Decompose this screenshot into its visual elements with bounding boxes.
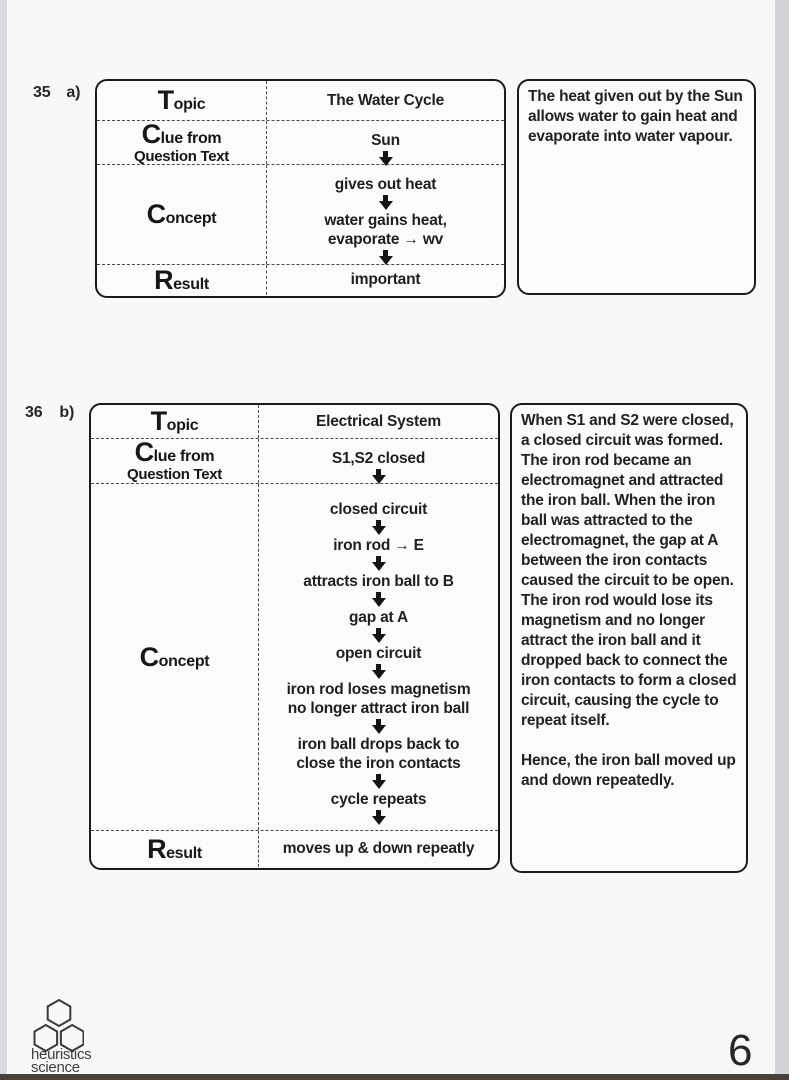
concept-header-initial: C: [139, 641, 160, 672]
flow-step: iron ball drops back to close the iron c…: [296, 736, 461, 772]
topic-value: Electrical System: [316, 412, 441, 430]
flow-step: iron rod loses magnetism no longer attra…: [286, 681, 471, 717]
flow-step: attracts iron ball to B: [303, 573, 454, 590]
clue-header-line2: Question Text: [127, 466, 222, 484]
page-bottom-edge: [0, 1074, 789, 1080]
result-header-rest: esult: [166, 844, 202, 862]
logo-line1: heuristics: [31, 1046, 92, 1063]
arrow-down-icon: [371, 810, 386, 825]
page-right-edge: [775, 0, 789, 1080]
clue-value-cell: Sun: [267, 121, 504, 166]
topic-header-rest: opic: [166, 417, 199, 434]
clue-header-initial: C: [141, 118, 162, 149]
result-value: moves up & down repeatly: [282, 840, 475, 857]
arrow-down-icon: [371, 719, 386, 734]
arrow-down-icon: [378, 195, 393, 210]
flow-step: gap at A: [349, 609, 408, 626]
clue-header-rest: lue from: [153, 448, 215, 466]
topic-value: The Water Cycle: [326, 91, 445, 109]
flow-step: open circuit: [335, 645, 422, 662]
logo-wordmark: heuristics science: [31, 1046, 92, 1076]
page-left-edge: [0, 0, 7, 1080]
flow-step: water gains heat, evaporate → wv: [324, 212, 447, 248]
result-header-initial: R: [147, 833, 167, 864]
concept-flow-cell: gives out heat water gains heat, evapora…: [267, 165, 504, 265]
flow-step: iron rod → E: [333, 537, 424, 554]
explanation-paragraph: Hence, the iron ball moved up and down r…: [521, 752, 736, 789]
question-letter: a): [66, 84, 81, 101]
arrow-down-icon: [371, 469, 386, 484]
result-header-rest: esult: [173, 275, 209, 293]
question-number: 35: [33, 84, 51, 101]
explanation-box-35a: The heat given out by the Sun allows wat…: [517, 79, 756, 295]
flow-step: gives out heat: [334, 176, 437, 193]
question-letter: b): [59, 404, 75, 421]
hexagons-logo-icon: [33, 998, 85, 1053]
arrow-down-icon: [371, 628, 386, 643]
question-label-36b: 36 b): [25, 404, 74, 422]
arrow-down-icon: [371, 774, 386, 789]
clue-header-line2: Question Text: [134, 147, 229, 165]
explanation-paragraph: When S1 and S2 were closed, a closed cir…: [521, 412, 737, 729]
explanation-paragraph: The heat given out by the Sun allows wat…: [528, 88, 743, 145]
arrow-down-icon: [371, 520, 386, 535]
heuristics-science-logo: [28, 998, 85, 1057]
question-label-35a: 35 a): [33, 84, 80, 102]
logo-line2: science: [31, 1059, 80, 1076]
concept-flow-cell: closed circuit iron rod → E attracts iro…: [259, 484, 498, 830]
clue-header-rest: lue from: [160, 129, 222, 147]
topic-header-initial: T: [157, 85, 175, 115]
topic-header-rest: opic: [173, 96, 206, 113]
concept-header-initial: C: [146, 199, 167, 229]
arrow-down-icon: [378, 250, 393, 265]
arrow-down-icon: [371, 592, 386, 607]
arrow-down-icon: [378, 150, 393, 166]
flow-step: closed circuit: [329, 501, 428, 518]
arrow-down-icon: [371, 664, 386, 679]
clue-value: S1,S2 closed: [331, 450, 426, 467]
page-number: 6: [728, 1026, 753, 1075]
concept-header-rest: oncept: [165, 210, 217, 227]
explanation-box-36b: When S1 and S2 were closed, a closed cir…: [510, 403, 748, 873]
question-number: 36: [25, 404, 43, 421]
topic-header-initial: T: [150, 406, 168, 436]
result-value: important: [350, 271, 421, 288]
clue-value-cell: S1,S2 closed: [259, 439, 498, 484]
result-header-initial: R: [154, 264, 174, 295]
concept-header-rest: oncept: [158, 652, 210, 670]
clue-header-initial: C: [134, 437, 155, 468]
arrow-down-icon: [371, 556, 386, 571]
flow-step: cycle repeats: [330, 791, 427, 808]
clue-value: Sun: [371, 131, 400, 149]
